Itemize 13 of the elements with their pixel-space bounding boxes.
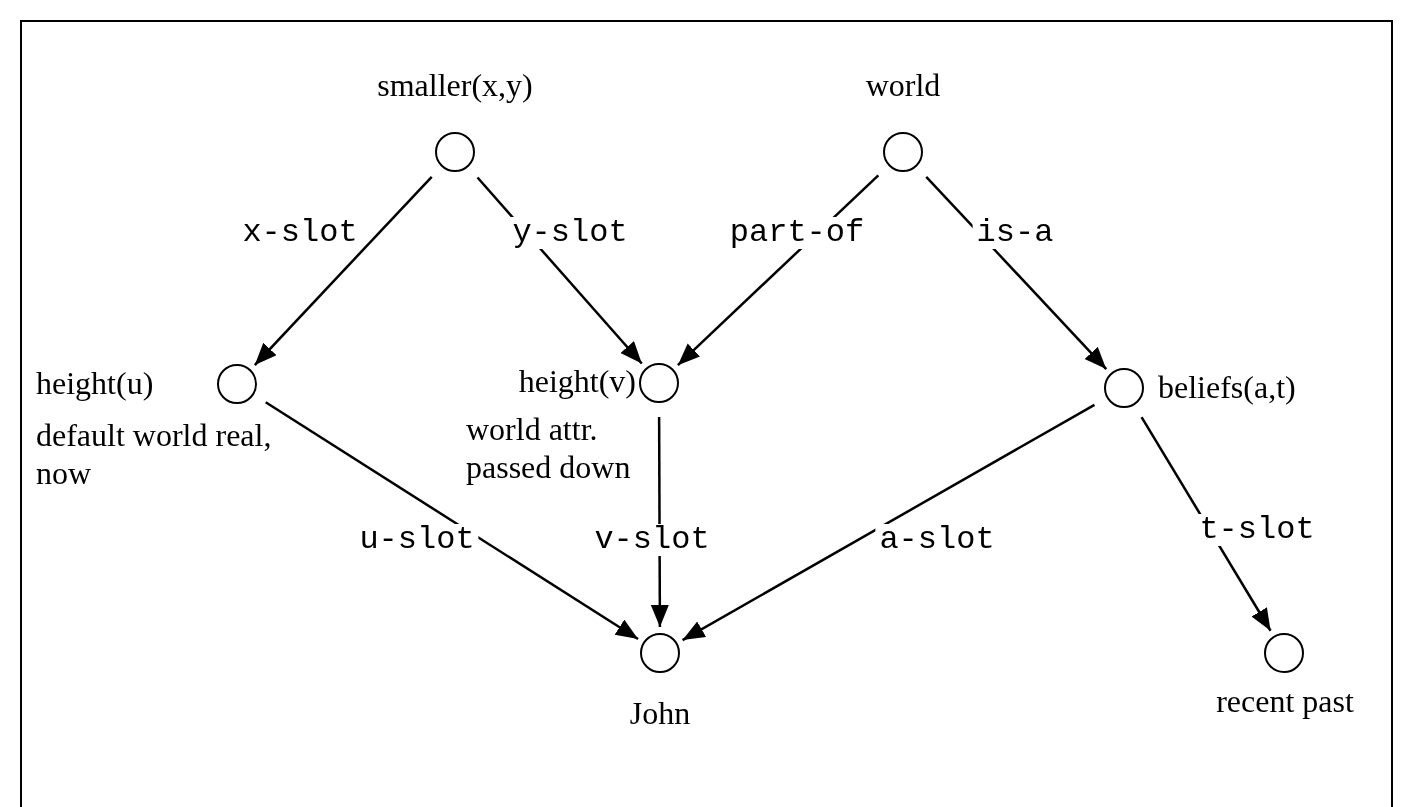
arrow [925,175,1108,370]
arrow [253,175,433,366]
node-label: world [864,66,942,105]
node-label: smaller(x,y) [376,66,534,105]
node-label: recent past [1215,682,1355,721]
node-label: John [628,694,692,733]
node-label: beliefs(a,t) [1158,368,1297,407]
arrow [681,403,1096,642]
node-label: height(v) [517,362,636,401]
arrow [265,401,639,641]
node-label: default world real, now [36,416,273,493]
node-label: height(u) [36,364,155,403]
node-label: world attr. passed down [466,410,632,487]
